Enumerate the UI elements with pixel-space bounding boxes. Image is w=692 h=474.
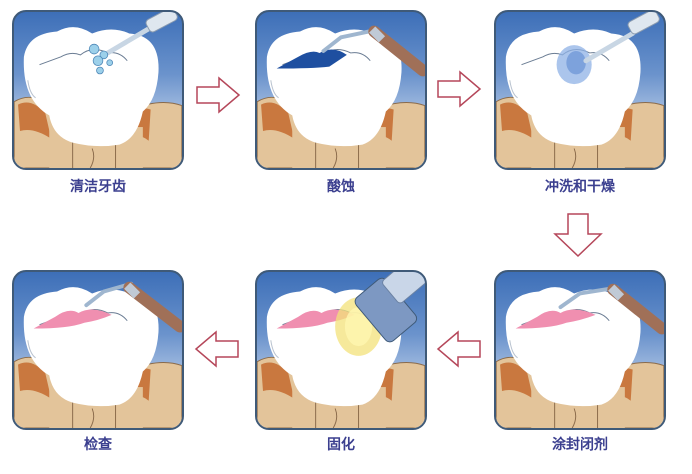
step-4-label: 涂封闭剂 — [552, 437, 608, 453]
step-3-label: 冲洗和干燥 — [545, 179, 615, 195]
applicator-icon — [321, 25, 425, 77]
sealant-shape — [276, 309, 355, 329]
curing-light-icon — [354, 272, 425, 343]
step-1-clean-teeth-panel — [12, 10, 184, 170]
step-3-rinse-dry-panel — [494, 10, 666, 170]
sealant-shape — [515, 309, 596, 329]
blue-mist-icon — [556, 45, 592, 85]
arrow-right-icon — [437, 70, 482, 108]
step-6-inspection-panel — [12, 270, 184, 430]
step-5-curing-panel — [255, 270, 427, 430]
water-droplets-icon — [88, 43, 114, 75]
step-6-label: 检查 — [84, 437, 112, 453]
tooth-illustration — [496, 283, 664, 428]
explorer-probe-icon — [84, 281, 182, 333]
arrow-down-icon — [553, 213, 603, 258]
step-4-apply-sealant-panel — [494, 270, 666, 430]
step-1-label: 清洁牙齿 — [70, 179, 126, 195]
sealant-shape — [33, 309, 112, 329]
applicator-icon — [558, 283, 664, 335]
tooth-illustration — [14, 12, 182, 168]
etch-gel-shape — [276, 49, 347, 69]
tooth-illustration — [257, 25, 425, 168]
tooth-illustration — [14, 281, 182, 428]
water-spray-nozzle-icon — [105, 12, 178, 56]
step-2-acid-etch-panel — [255, 10, 427, 170]
tooth-illustration — [496, 12, 664, 168]
arrow-left-icon — [194, 330, 239, 368]
step-2-label: 酸蚀 — [327, 179, 355, 195]
tooth-illustration — [257, 272, 425, 428]
step-5-label: 固化 — [327, 437, 355, 453]
arrow-left-icon — [436, 330, 481, 368]
air-water-syringe-icon — [583, 12, 660, 64]
arrow-right-icon — [196, 76, 241, 114]
